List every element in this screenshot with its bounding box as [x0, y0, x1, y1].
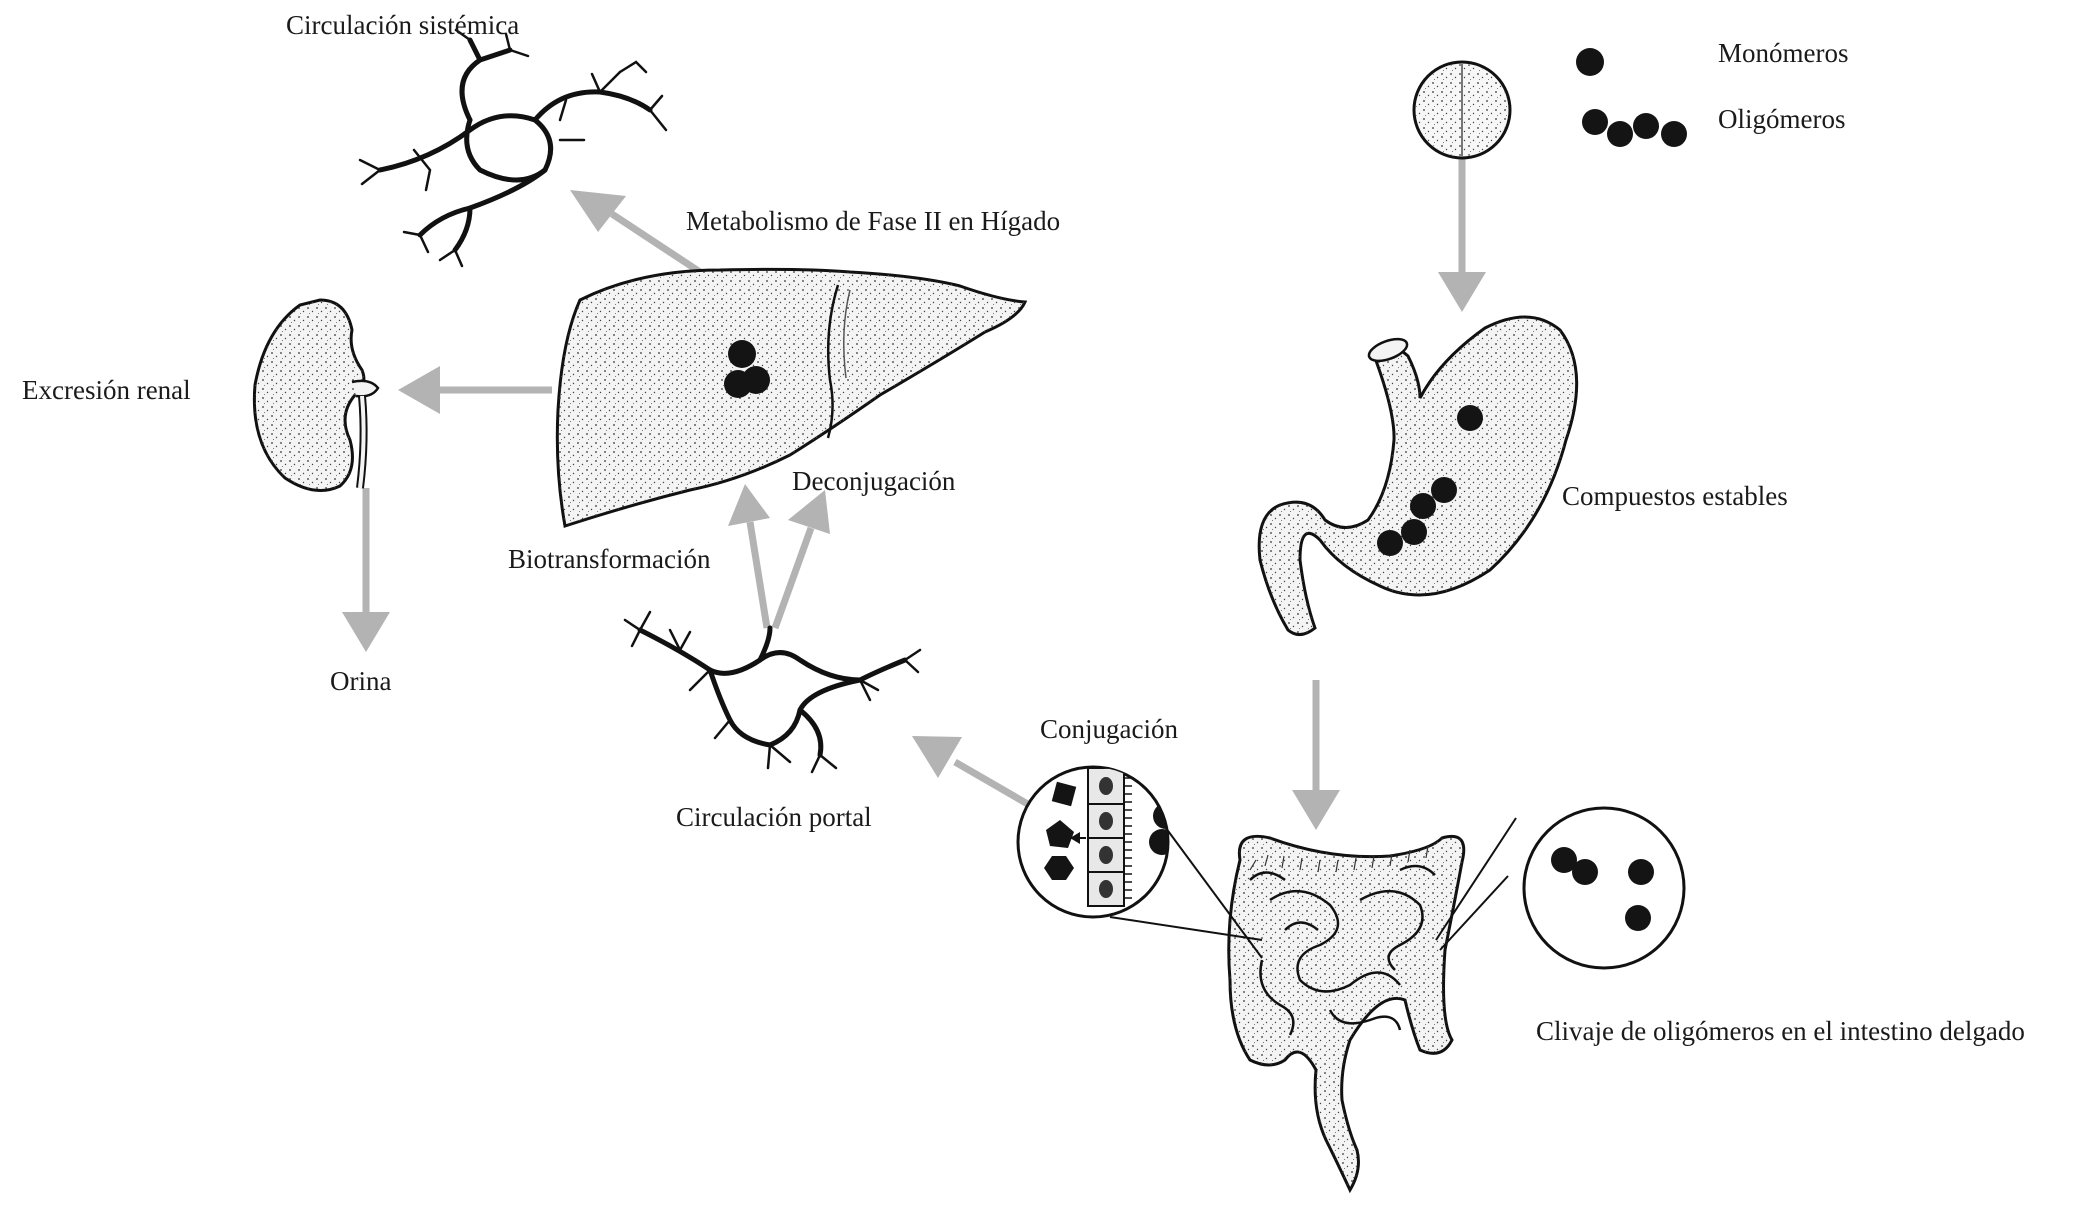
label-oligomeros: Oligómeros	[1718, 104, 1846, 134]
labels: Circulación sistémica Metabolismo de Fas…	[22, 10, 2025, 1046]
intestine-icon	[1229, 836, 1464, 1190]
arrow-stomach-to-intestine	[1292, 680, 1340, 830]
arrow-to-kidney	[398, 366, 552, 414]
portal-vessels-icon	[625, 612, 920, 772]
arrow-to-systemic	[570, 190, 700, 272]
arrow-deconjugacion	[775, 490, 830, 628]
label-orina: Orina	[330, 666, 391, 696]
capsule-icon	[1414, 62, 1510, 158]
label-metabolismo: Metabolismo de Fase II en Hígado	[686, 206, 1060, 236]
stomach-icon	[1259, 317, 1577, 635]
label-biotransformacion: Biotransformación	[508, 544, 711, 574]
label-deconjugacion: Deconjugación	[792, 466, 956, 496]
systemic-vessels-icon	[360, 30, 666, 266]
label-circulacion-sistemica: Circulación sistémica	[286, 10, 519, 40]
label-clivaje: Clivaje de oligómeros en el intestino de…	[1536, 1016, 2025, 1046]
kidney-icon	[254, 300, 378, 491]
label-compuestos-estables: Compuestos estables	[1562, 481, 1788, 511]
arrow-biotransformacion	[728, 484, 770, 628]
label-excrecion-renal: Excresión renal	[22, 375, 191, 405]
legend	[1576, 48, 1687, 147]
arrow-capsule-to-stomach	[1438, 158, 1486, 312]
label-circulacion-portal: Circulación portal	[676, 802, 872, 832]
label-conjugacion: Conjugación	[1040, 714, 1178, 744]
cleavage-lens	[1436, 808, 1684, 968]
monomer-icon	[1576, 48, 1604, 76]
label-monomeros: Monómeros	[1718, 38, 1849, 68]
arrow-to-portal	[912, 736, 1038, 810]
conjugation-lens	[1018, 767, 1262, 958]
arrow-to-orina	[342, 488, 390, 652]
oligomer-icon	[1582, 109, 1687, 147]
